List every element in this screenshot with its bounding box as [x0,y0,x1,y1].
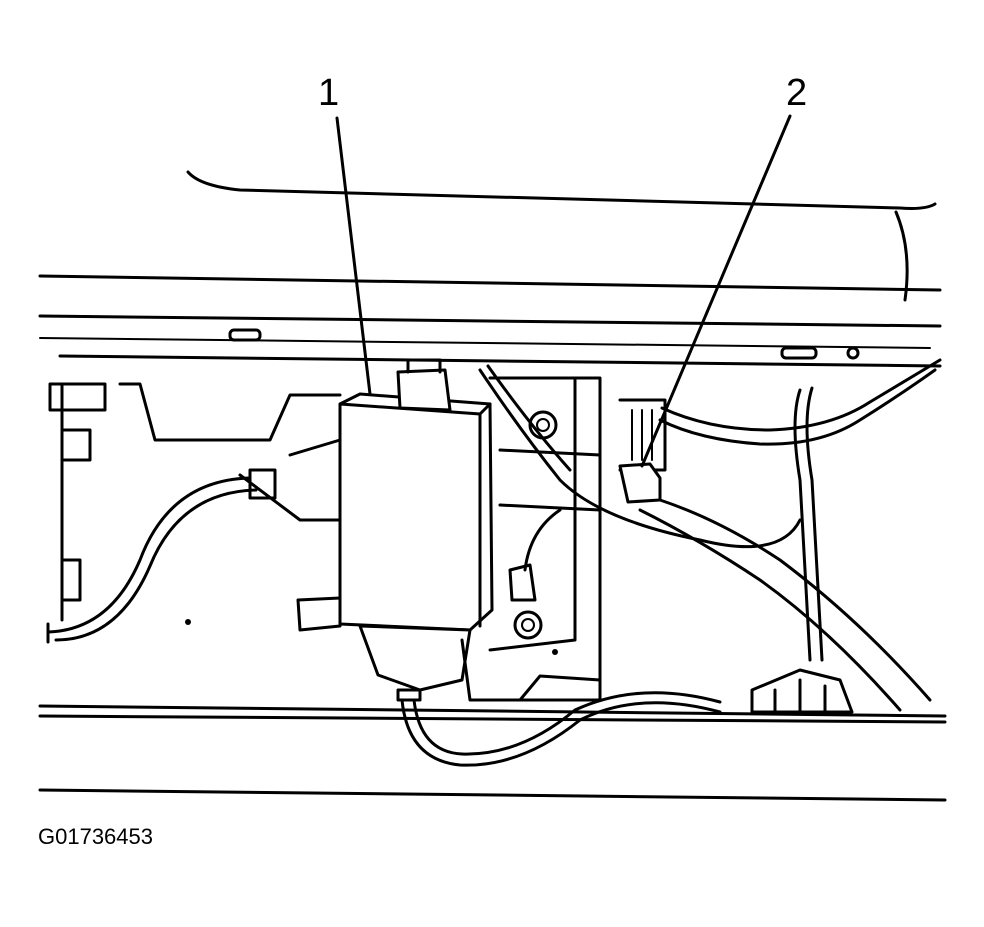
upper-trim-panel [38,170,942,368]
left-bracket [48,382,342,625]
lower-harness [400,691,722,767]
callout-label-1: 1 [318,72,340,114]
leader-line-1 [335,116,372,396]
leader-line-2 [640,114,792,468]
connector-harness [478,358,942,712]
left-harness [46,468,277,644]
right-clip [750,668,854,714]
lower-rails [38,704,947,802]
figure-id: G01736453 [38,824,153,849]
mounting-plate [460,376,602,702]
callout-label-2: 2 [786,72,808,114]
control-module [296,358,494,702]
callout-leaders [335,114,792,468]
